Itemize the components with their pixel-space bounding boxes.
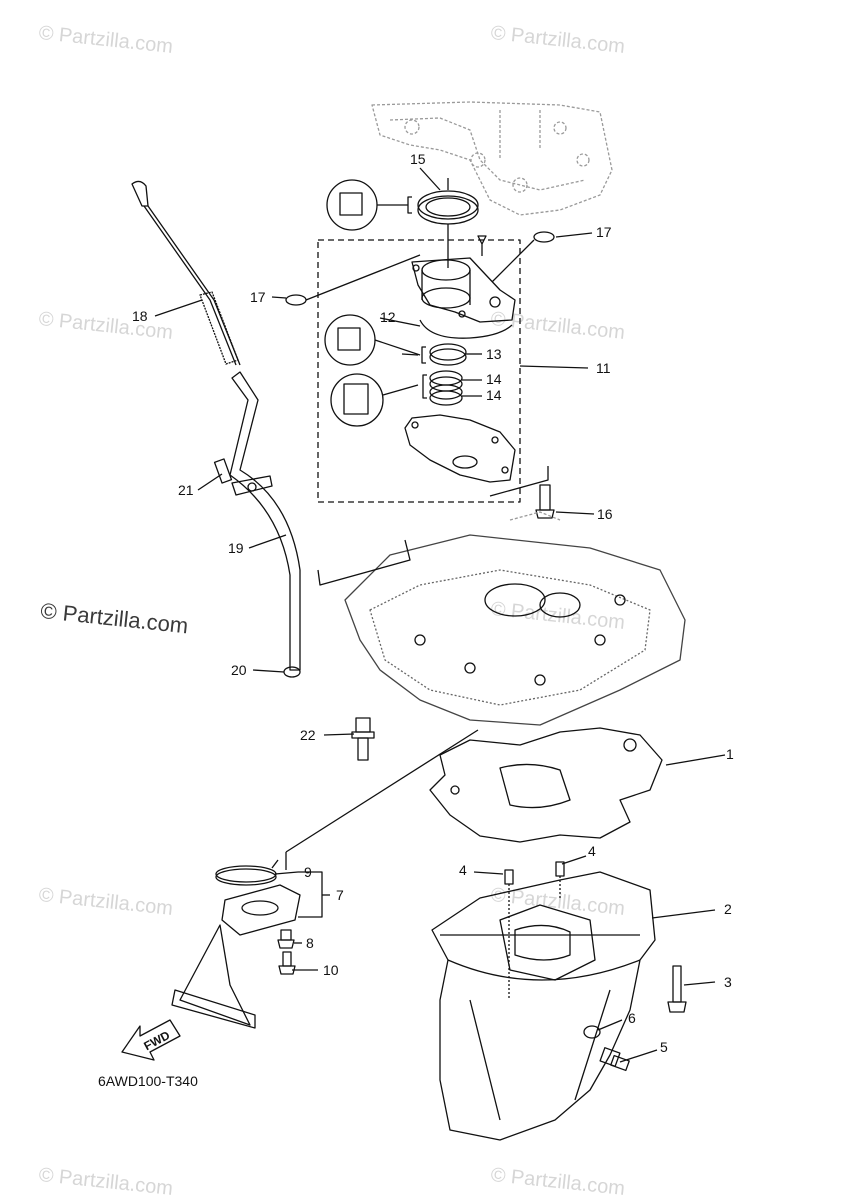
grease-icon (326, 179, 412, 231)
grease-icon (330, 373, 427, 427)
oil-strainer-7 (171, 865, 301, 1029)
o-ring-17 (285, 294, 307, 306)
callout-14: 14 (486, 387, 502, 403)
seal-13 (429, 343, 467, 366)
grease-icon (324, 314, 426, 366)
dipstick-18 (131, 180, 241, 366)
gasket-12 (419, 319, 513, 339)
callout-21: 21 (178, 482, 194, 498)
small-screw (477, 235, 487, 256)
washer-6 (583, 1025, 601, 1039)
callout-13: 13 (486, 346, 502, 362)
callout-17: 17 (596, 224, 612, 240)
callout-5: 5 (660, 1039, 668, 1055)
callout-17: 17 (250, 289, 266, 305)
diagram-code: 6AWD100-T340 (98, 1073, 198, 1089)
callout-1: 1 (726, 746, 734, 762)
dowel-pin-4 (504, 869, 514, 885)
housing-lower (404, 414, 516, 483)
bolt-3 (667, 965, 687, 1013)
callout-11: 11 (596, 360, 611, 376)
housing-upper (411, 257, 516, 323)
callout-3: 3 (724, 974, 732, 990)
callout-7: 7 (336, 887, 344, 903)
callout-18: 18 (132, 308, 148, 324)
engine-base-plate (344, 511, 686, 726)
bolt-21 (213, 458, 233, 484)
callout-4: 4 (459, 862, 467, 878)
callout-10: 10 (323, 962, 339, 978)
oil-pan-2 (431, 871, 656, 1141)
callout-2: 2 (724, 901, 732, 917)
callout-9: 9 (304, 864, 312, 880)
callout-4: 4 (588, 843, 596, 859)
fwd-label: FWD (141, 1028, 172, 1053)
assembly-box (317, 239, 521, 503)
gasket-1 (429, 727, 663, 843)
engine-block-ghost (371, 101, 613, 216)
callout-15: 15 (410, 151, 426, 167)
fwd-arrow-icon (121, 1019, 181, 1061)
seal-ring-15 (417, 190, 479, 225)
sensor-22 (351, 717, 375, 761)
seal-14 (429, 370, 463, 406)
dipstick-guide-19 (229, 371, 301, 671)
bolt-10 (278, 951, 296, 975)
drain-plug-5 (599, 1047, 630, 1072)
callout-12: 12 (380, 309, 396, 325)
callout-6: 6 (628, 1010, 636, 1026)
callout-8: 8 (306, 935, 314, 951)
callout-14: 14 (486, 371, 502, 387)
o-ring-17 (533, 231, 555, 243)
callout-19: 19 (228, 540, 244, 556)
callout-22: 22 (300, 727, 316, 743)
o-ring-20 (283, 666, 301, 678)
callout-20: 20 (231, 662, 247, 678)
bolt-8 (277, 929, 295, 949)
callout-16: 16 (597, 506, 613, 522)
bolt-16 (535, 484, 555, 519)
